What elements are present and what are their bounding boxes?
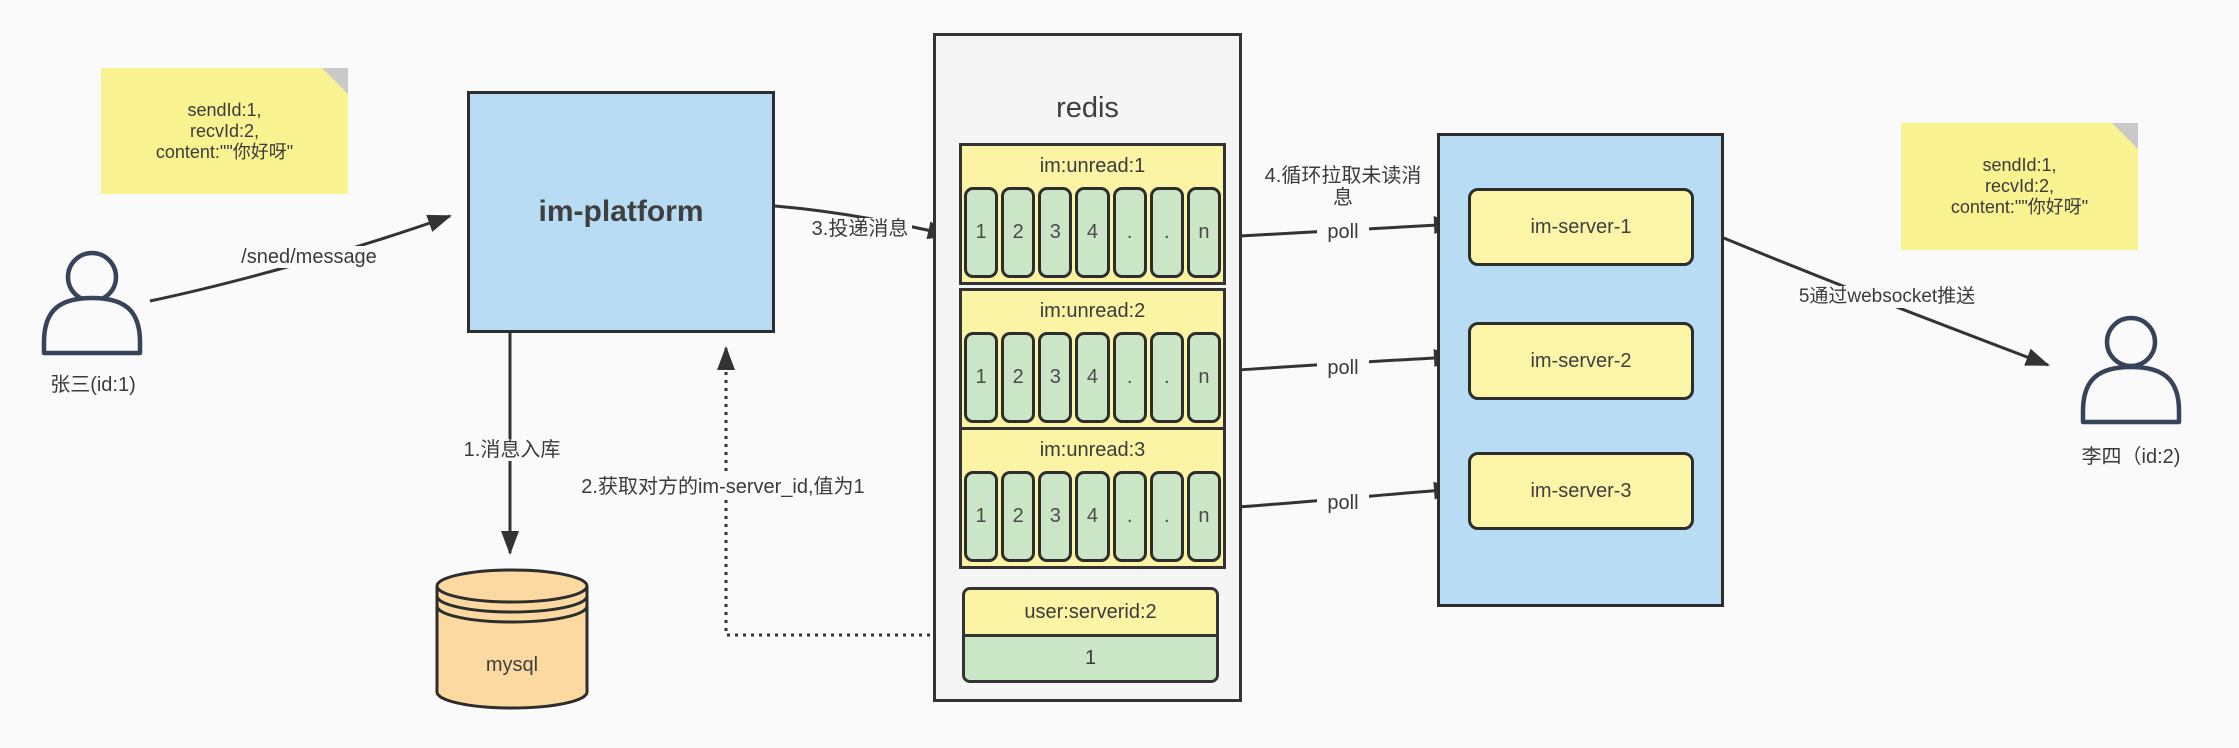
im-platform-box: im-platform: [467, 91, 775, 333]
queue-header: im:unread:3: [1039, 439, 1146, 461]
receiver-label: 李四（id:2): [2081, 446, 2181, 468]
queue-cell: 1: [964, 471, 999, 562]
sender-label: 张三(id:1): [50, 374, 136, 396]
note-line: content:""你好呀": [155, 141, 294, 162]
queue-cell: 3: [1038, 187, 1073, 278]
sticky-note-left: sendId:1, recvId:2, content:""你好呀": [101, 68, 348, 194]
send-message-edge-label: /sned/message: [236, 246, 382, 268]
queue-cell: .: [1112, 187, 1147, 278]
note-line: content:""你好呀": [1950, 197, 2089, 217]
websocket-push-edge-label: 5通过websocket推送: [1789, 286, 1985, 308]
queue-cell: .: [1149, 332, 1184, 423]
note-line: sendId:1,: [187, 99, 262, 120]
queue-cell: 3: [1038, 471, 1073, 562]
lookup-serverid-edge-label: 2.获取对方的im-server_id,值为1: [580, 476, 866, 498]
receiver-person-icon: [2080, 315, 2182, 425]
queue-header: im:unread:2: [1039, 300, 1146, 322]
queue-cell: 2: [1001, 471, 1036, 562]
queue-cells: 1 2 3 4 . . n: [962, 471, 1223, 566]
queue-cell: 2: [1001, 332, 1036, 423]
queue-header: im:unread:1: [1039, 155, 1146, 177]
redis-queue-unread-3: im:unread:3 1 2 3 4 . . n: [959, 427, 1226, 569]
deliver-message-edge-label: 3.投递消息: [808, 218, 912, 240]
im-server-2-box: im-server-2: [1468, 322, 1694, 400]
store-message-edge-label: 1.消息入库: [460, 439, 564, 461]
mysql-cylinder: [435, 568, 589, 710]
queue-cell: 4: [1075, 187, 1110, 278]
mysql-label: mysql: [485, 654, 539, 676]
queue-cell: .: [1112, 332, 1147, 423]
queue-cells: 1 2 3 4 . . n: [962, 187, 1223, 282]
kv-value: 1: [965, 637, 1216, 680]
redis-kv-user-serverid: user:serverid:2 1: [962, 587, 1219, 683]
queue-cell: .: [1112, 471, 1147, 562]
note-line: recvId:2,: [189, 120, 260, 141]
queue-cell: 1: [964, 187, 999, 278]
poll-2-edge-label: poll: [1317, 357, 1369, 379]
queue-cell: 1: [964, 332, 999, 423]
im-platform-label: im-platform: [538, 195, 704, 228]
note-line: sendId:1,: [1982, 155, 2057, 175]
redis-queue-unread-1: im:unread:1 1 2 3 4 . . n: [959, 143, 1226, 285]
queue-cell: n: [1186, 332, 1221, 423]
note-fold-icon: [2112, 123, 2138, 149]
im-server-3-box: im-server-3: [1468, 452, 1694, 530]
note-line: recvId:2,: [1984, 176, 2055, 196]
pull-unread-edge-label: 4.循环拉取未读消息: [1257, 165, 1429, 209]
poll-3-edge-label: poll: [1317, 492, 1369, 514]
queue-cell: 4: [1075, 471, 1110, 562]
queue-cells: 1 2 3 4 . . n: [962, 332, 1223, 427]
queue-cell: 4: [1075, 332, 1110, 423]
queue-cell: n: [1186, 187, 1221, 278]
queue-cell: 2: [1001, 187, 1036, 278]
kv-key: user:serverid:2: [965, 590, 1216, 637]
redis-title: redis: [1056, 92, 1119, 124]
queue-cell: 3: [1038, 332, 1073, 423]
queue-cell: n: [1186, 471, 1221, 562]
queue-cell: .: [1149, 187, 1184, 278]
queue-cell: .: [1149, 471, 1184, 562]
im-server-1-box: im-server-1: [1468, 188, 1694, 266]
redis-queue-unread-2: im:unread:2 1 2 3 4 . . n: [959, 288, 1226, 430]
note-fold-icon: [322, 68, 348, 94]
poll-1-edge-label: poll: [1317, 221, 1369, 243]
sticky-note-right: sendId:1, recvId:2, content:""你好呀": [1901, 123, 2138, 250]
sender-person-icon: [41, 250, 143, 356]
